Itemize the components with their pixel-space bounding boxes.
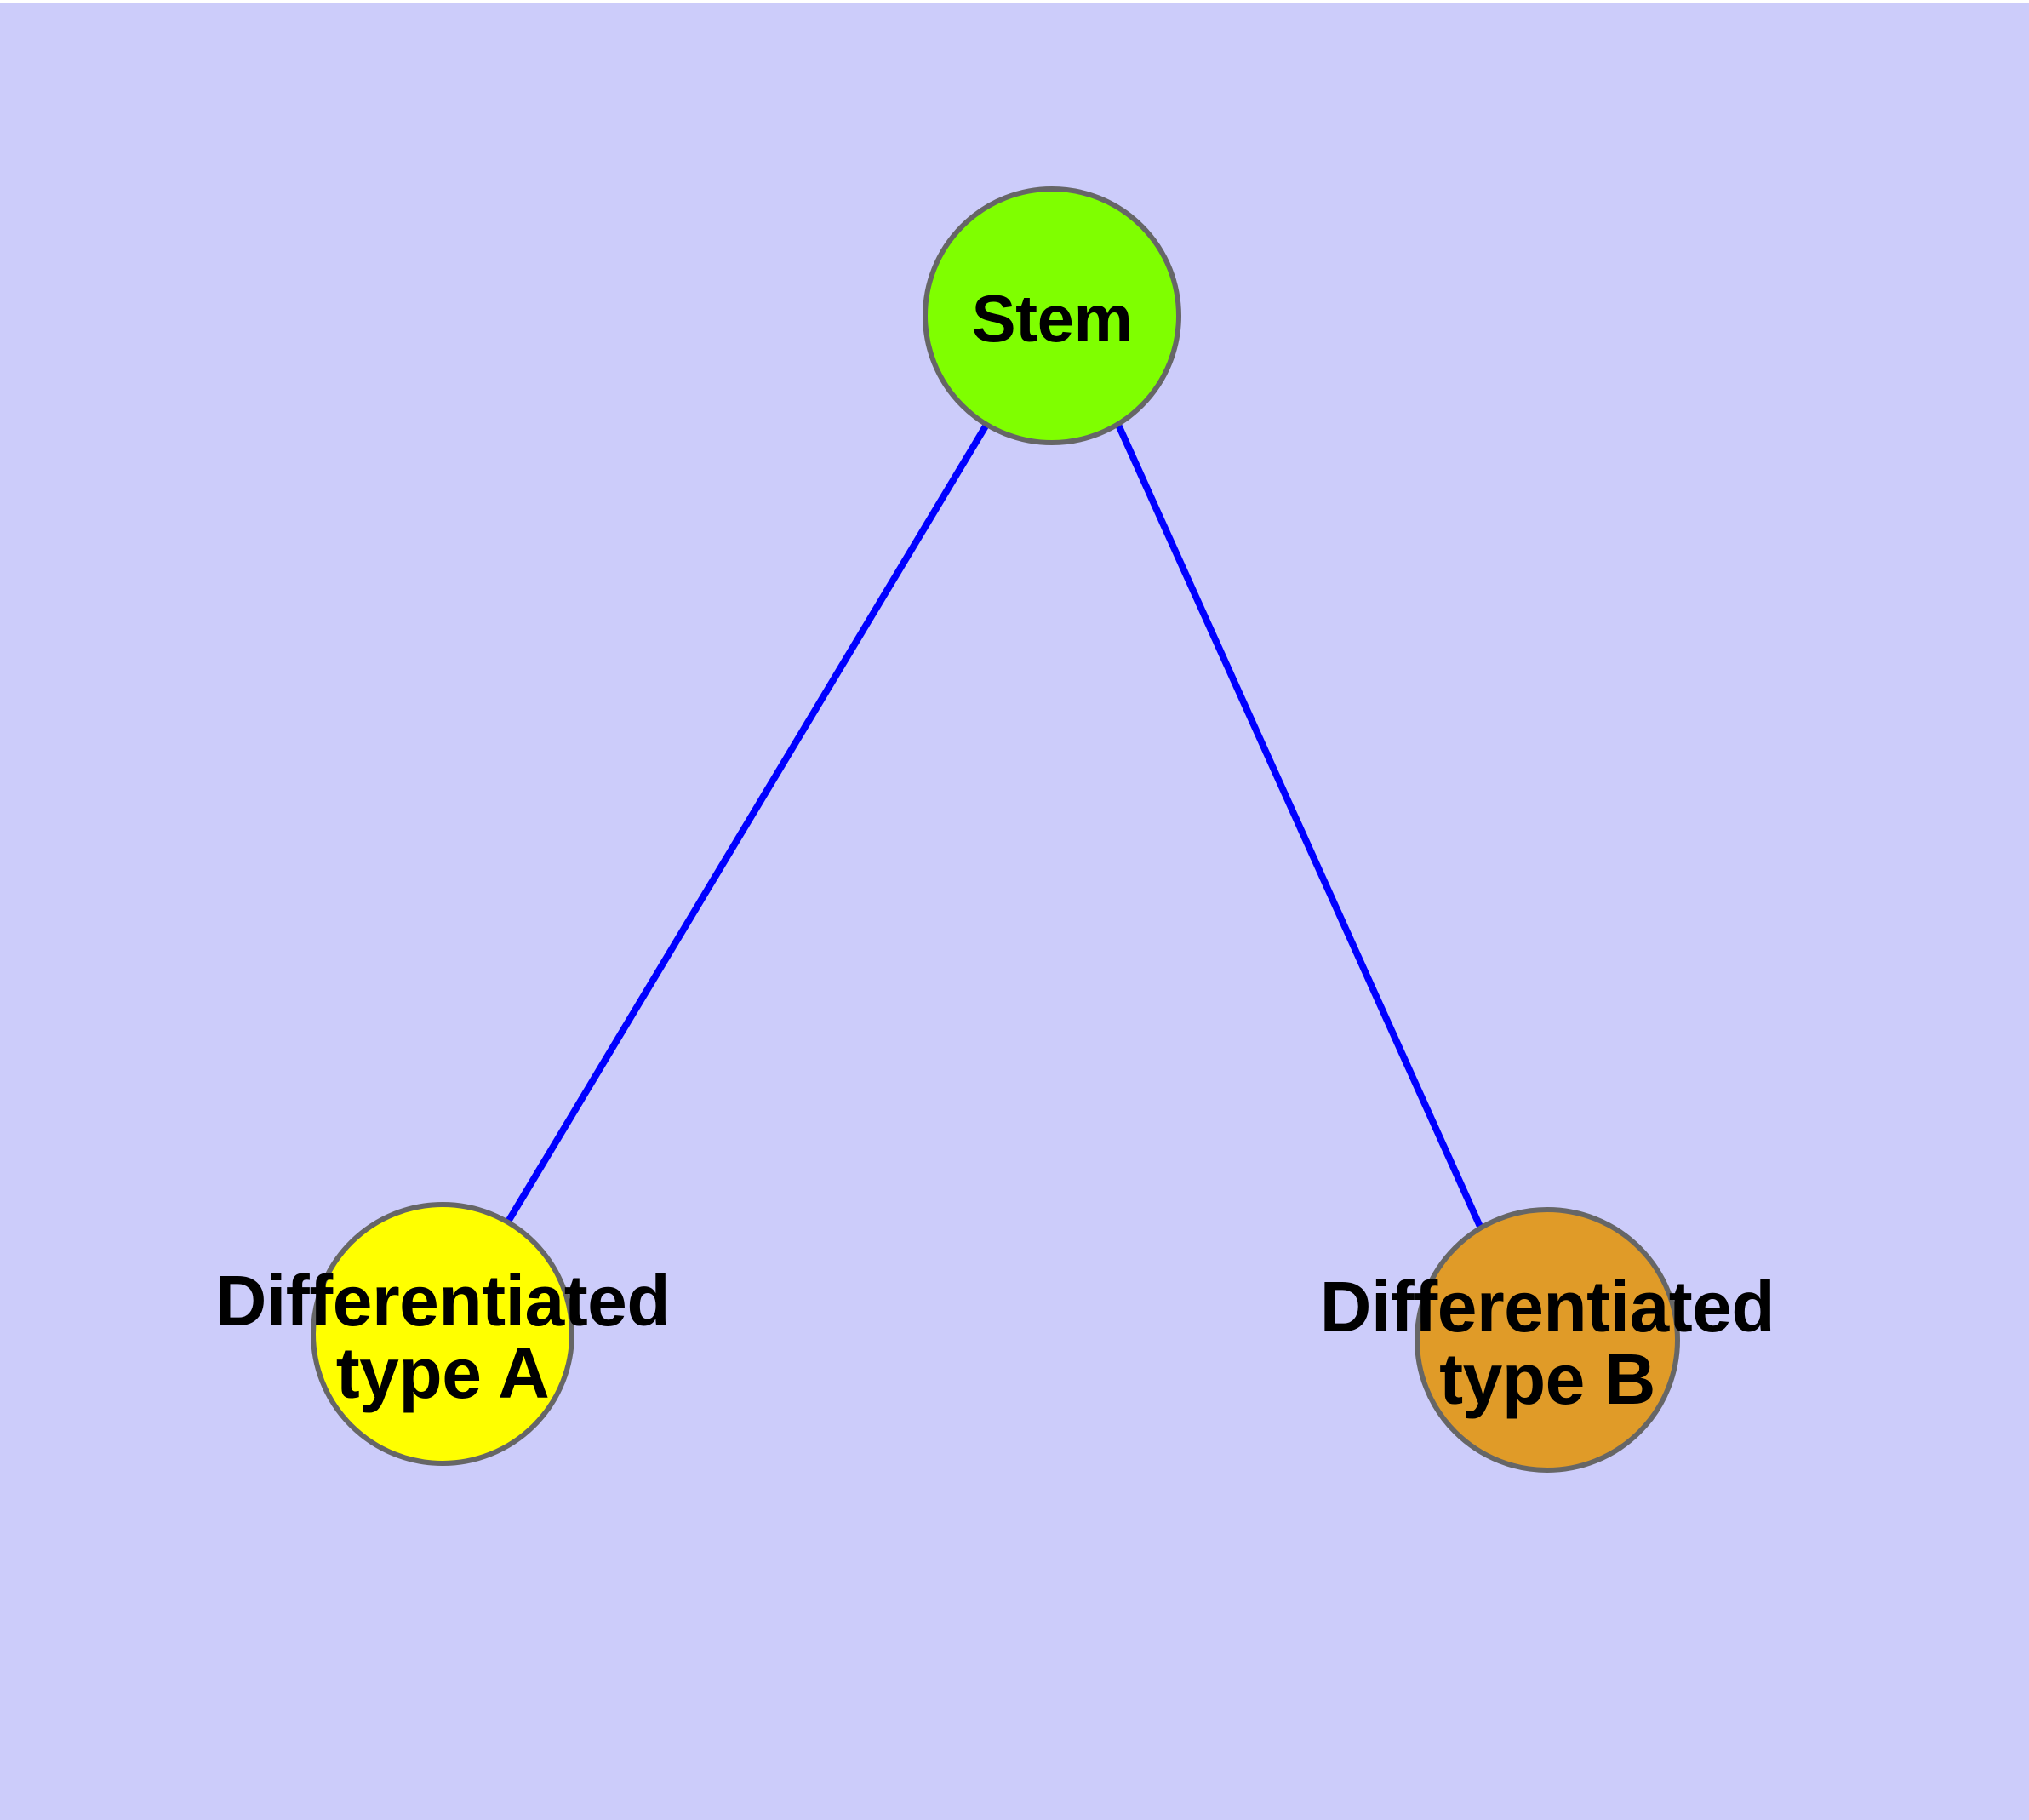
edge-stem-diff-b[interactable] (1115, 423, 1484, 1230)
edge-stem-diff-a[interactable] (505, 422, 990, 1224)
node-circle-diff_b[interactable] (1415, 1207, 1680, 1473)
nodes-layer (311, 186, 1680, 1473)
node-circle-stem[interactable] (923, 186, 1181, 445)
node-circle-diff_a[interactable] (311, 1202, 574, 1466)
edges-layer (505, 422, 1484, 1230)
